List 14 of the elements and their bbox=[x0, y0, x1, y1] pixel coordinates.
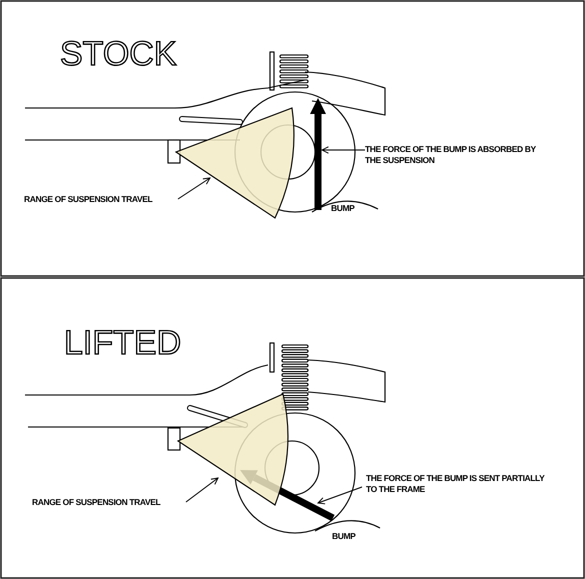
callout-text: THE FORCE OF THE BUMP IS ABSORBED BY THE SUSPENSION bbox=[365, 144, 550, 166]
leader-line bbox=[318, 486, 362, 504]
force-arrow bbox=[310, 98, 326, 210]
callout-text: RANGE OF SUSPENSION TRAVEL bbox=[32, 497, 160, 508]
callout-text: RANGE OF SUSPENSION TRAVEL bbox=[24, 194, 152, 205]
panel-heading: STOCK bbox=[60, 36, 177, 72]
travel-range-sector bbox=[177, 393, 288, 506]
bump-label: BUMP bbox=[332, 531, 356, 542]
bump-label: BUMP bbox=[331, 203, 354, 214]
panel-heading: LIFTED bbox=[64, 325, 182, 361]
callout-text: THE FORCE OF THE BUMP IS SENT PARTIALLY TO THE FRAME bbox=[366, 473, 556, 495]
travel-range-sector bbox=[175, 107, 294, 219]
leader-line bbox=[186, 478, 218, 502]
leader-line bbox=[178, 178, 210, 200]
